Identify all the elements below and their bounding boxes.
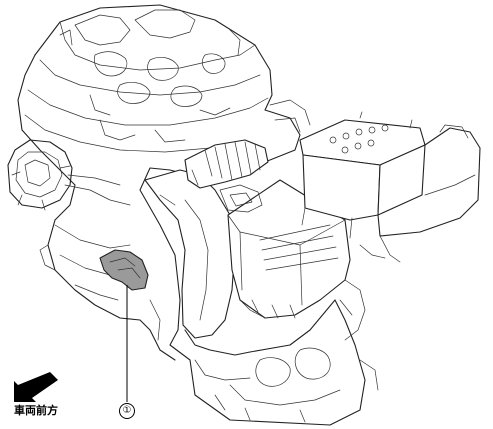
right-components (269, 99, 379, 391)
engine-block (17, 4, 366, 426)
front-direction-label: 車両前方 (14, 404, 58, 417)
front-direction-arrow-icon (14, 372, 58, 402)
battery-tray (359, 124, 481, 263)
callout-number: ① (119, 403, 135, 419)
alternator (7, 139, 131, 211)
highlighted-part (99, 249, 149, 291)
intake-duct (144, 139, 269, 339)
battery (299, 111, 426, 239)
